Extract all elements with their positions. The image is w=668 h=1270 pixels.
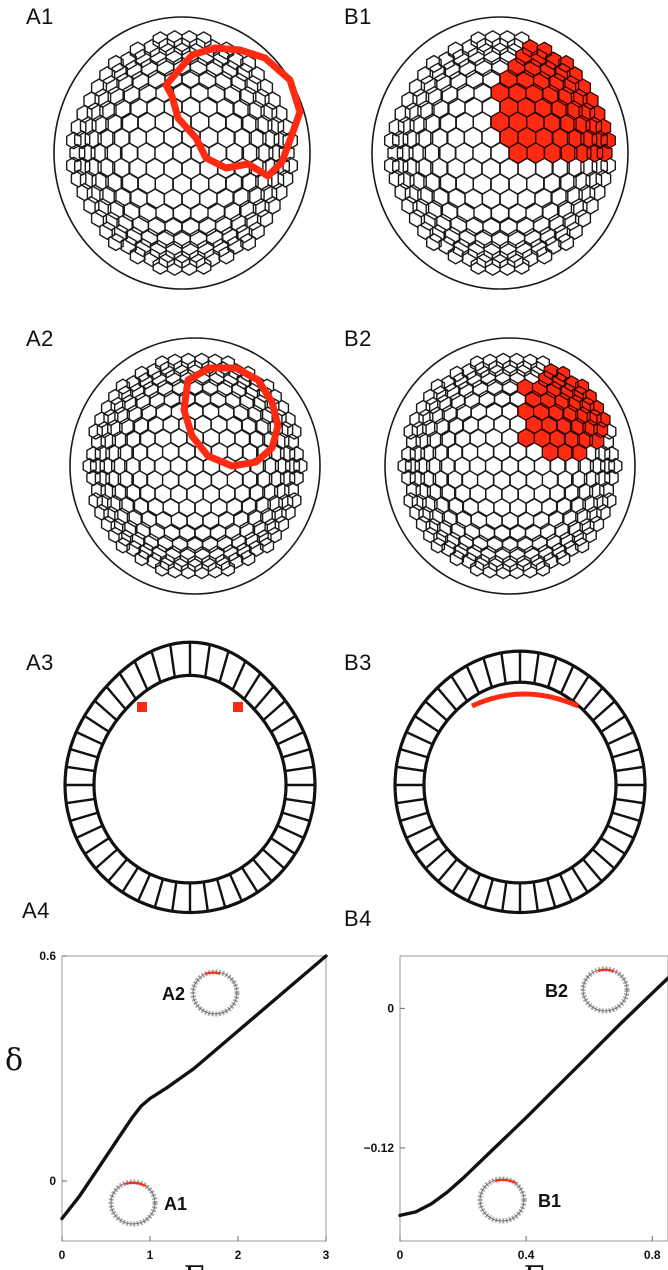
x-tick-label: 3 <box>323 1248 330 1262</box>
y-tick-label: 0.6 <box>39 949 56 963</box>
x-tick-label: 0 <box>397 1248 404 1262</box>
x-tick-label: 2 <box>235 1248 242 1262</box>
y-axis-label: δ <box>5 1043 23 1078</box>
inset-label: B2 <box>545 981 568 1001</box>
y-tick-label: 0 <box>49 1174 56 1188</box>
inset-label: B1 <box>538 1191 561 1211</box>
x-axis-label: Γ <box>184 1260 205 1270</box>
y-tick-label: 0 <box>387 1001 394 1015</box>
x-tick-label: 0 <box>59 1248 66 1262</box>
inset-label: A2 <box>162 984 185 1004</box>
inset-label: A1 <box>164 1194 187 1214</box>
x-tick-label: 1 <box>147 1248 154 1262</box>
x-tick-label: 0.8 <box>644 1248 661 1262</box>
x-axis-label: Γ <box>524 1260 545 1270</box>
y-tick-label: −0.12 <box>364 1141 395 1155</box>
chart-b4: 00.40.80−0.12ΓB2B1 <box>364 956 668 1270</box>
